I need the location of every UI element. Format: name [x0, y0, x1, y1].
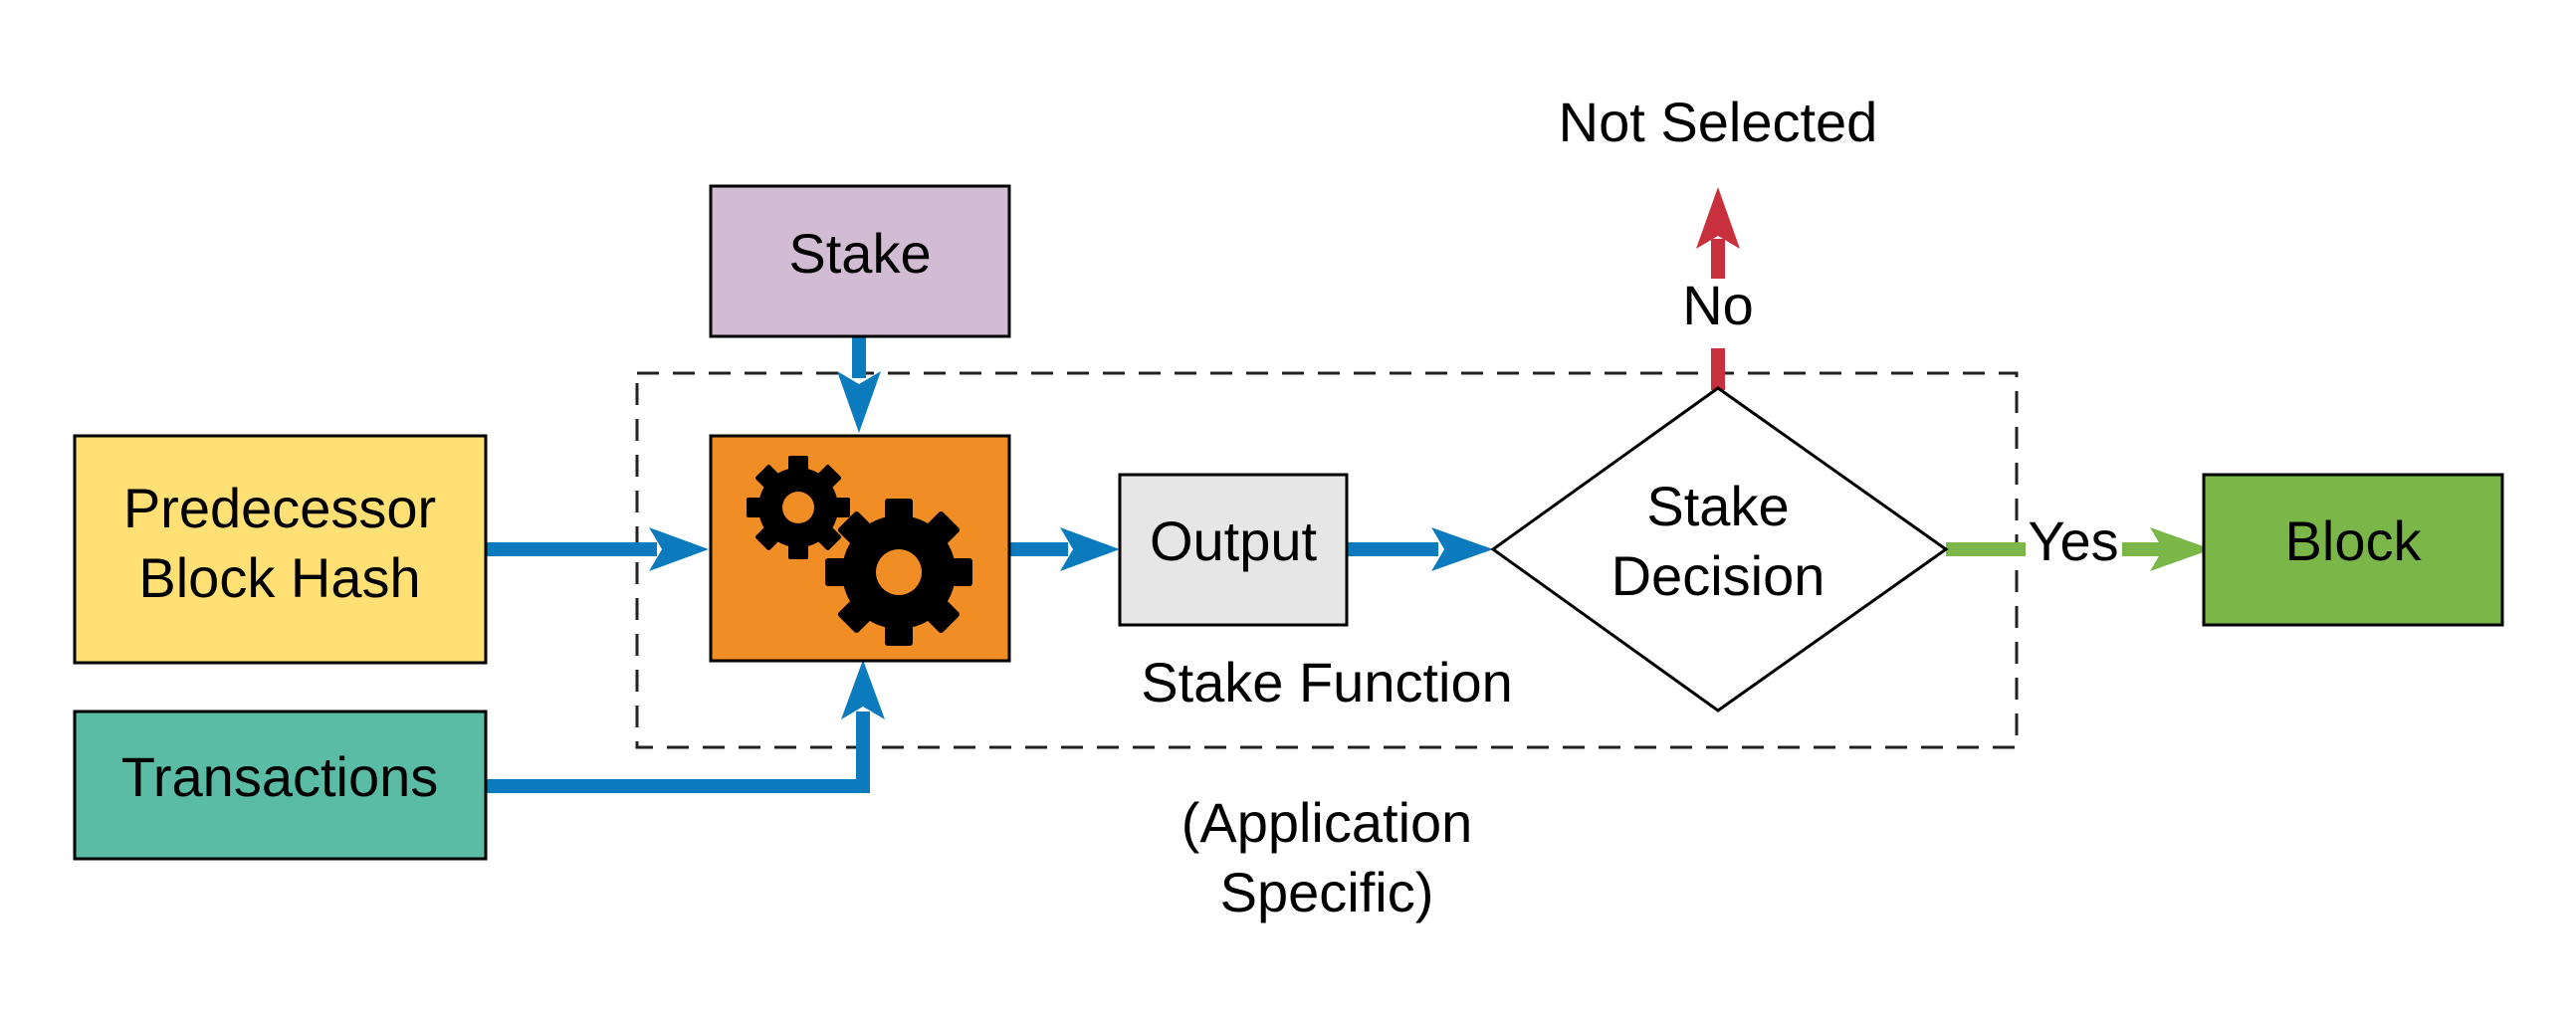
- block-box: [2202, 473, 2504, 627]
- flow-arrows: [486, 336, 1493, 793]
- no-path-upper-shaft: [1711, 239, 1725, 279]
- yes-label: Yes: [2028, 509, 2118, 572]
- arrow-output-decision-head: [1431, 527, 1493, 571]
- arrow-stake-head: [837, 371, 881, 433]
- no-path-lower-shaft: [1711, 348, 1725, 390]
- no-label: No: [1682, 274, 1754, 336]
- arrow-transactions-shaft-v: [856, 712, 870, 793]
- arrow-output-decision-shaft: [1347, 542, 1438, 556]
- arrow-predecessor-shaft: [486, 542, 657, 556]
- arrow-gears-output-shaft: [1008, 542, 1068, 556]
- output-label: Output: [1150, 509, 1318, 572]
- predecessor-block-hash-box: [73, 434, 488, 665]
- stake-function-label: Stake Function: [1141, 651, 1513, 713]
- transactions-label: Transactions: [121, 745, 439, 808]
- stake-function-boundary: [635, 371, 2019, 749]
- arrow-stake-shaft: [852, 336, 866, 378]
- block-label: Block: [2285, 509, 2423, 572]
- no-path-head: [1696, 187, 1740, 249]
- arrow-predecessor-head: [649, 527, 709, 571]
- decision-label-line2: Decision: [1611, 544, 1825, 607]
- arrow-transactions-shaft-h: [486, 779, 870, 793]
- predecessor-label-line1: Predecessor: [123, 477, 436, 539]
- application-specific-line2: Specific): [1220, 861, 1434, 923]
- not-selected-label: Not Selected: [1559, 91, 1878, 153]
- yes-path-shaft-left: [1946, 542, 2026, 556]
- gears-icon: [747, 456, 972, 646]
- yes-path-head: [2150, 527, 2212, 571]
- output-box: [1118, 473, 1349, 627]
- stake-label: Stake: [788, 222, 931, 285]
- stake-decision-diamond: [1490, 386, 1949, 712]
- yes-path: [1946, 527, 2212, 571]
- yes-path-shaft-right: [2122, 542, 2167, 556]
- arrow-transactions-head: [841, 660, 885, 719]
- decision-label-line1: Stake: [1646, 475, 1789, 537]
- application-specific-line1: (Application: [1181, 791, 1473, 854]
- transactions-box: [73, 710, 488, 861]
- stake-box: [709, 184, 1011, 338]
- arrow-gears-output-head: [1060, 527, 1120, 571]
- predecessor-label-line2: Block Hash: [138, 546, 420, 609]
- no-path: [1696, 187, 1740, 390]
